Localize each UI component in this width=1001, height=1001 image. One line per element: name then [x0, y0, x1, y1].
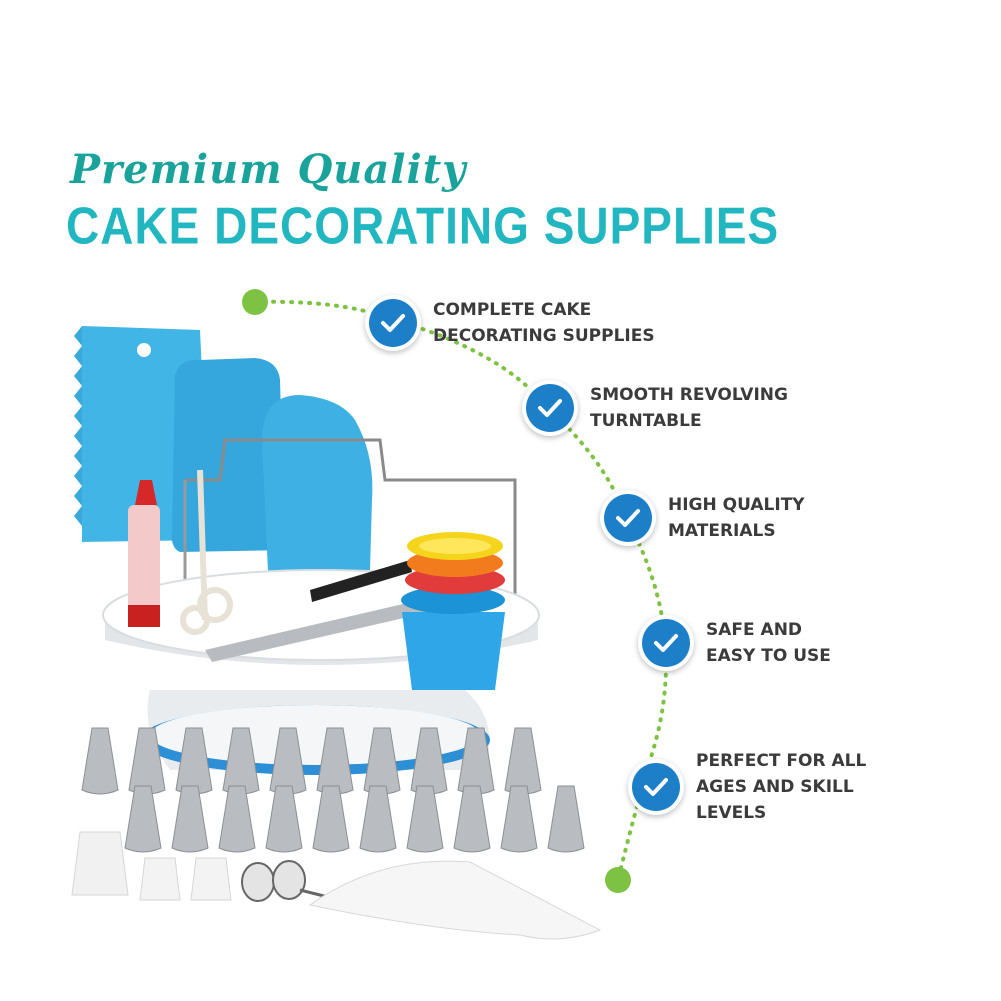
- checkmark-icon: [628, 759, 684, 815]
- feature-complete-supplies: COMPLETE CAKE DECORATING SUPPLIES: [365, 295, 655, 351]
- piping-tip: [124, 785, 162, 853]
- checkmark-icon: [365, 295, 421, 351]
- checkmark-icon: [638, 615, 694, 671]
- feature-label: PERFECT FOR ALL AGES AND SKILL LEVELS: [696, 751, 867, 823]
- feature-label: SAFE AND EASY TO USE: [706, 620, 831, 666]
- checkmark-icon: [522, 380, 578, 436]
- pastry-bag-icon: [308, 860, 602, 940]
- feature-label: COMPLETE CAKE DECORATING SUPPLIES: [433, 300, 655, 346]
- feature-revolving-turntable: SMOOTH REVOLVING TURNTABLE: [522, 380, 788, 436]
- feature-safe-easy: SAFE AND EASY TO USE: [638, 615, 831, 671]
- flower-nail-icon: [241, 860, 361, 907]
- piping-tip: [218, 785, 256, 853]
- main-title: CAKE DECORATING SUPPLIES: [66, 196, 780, 255]
- silicone-cups-icon: [401, 532, 505, 690]
- piping-tip: [406, 785, 444, 853]
- green-dot-icon: [242, 289, 268, 315]
- piping-tip: [359, 785, 397, 853]
- feature-all-ages: PERFECT FOR ALL AGES AND SKILL LEVELS: [628, 748, 866, 826]
- piping-tip: [81, 727, 119, 795]
- feature-high-quality: HIGH QUALITY MATERIALS: [600, 490, 805, 546]
- flower-scissors-icon: [180, 469, 233, 635]
- coupler-icon: [71, 831, 232, 901]
- piping-tip: [453, 785, 491, 853]
- piping-tip: [547, 785, 585, 853]
- feature-label: SMOOTH REVOLVING TURNTABLE: [590, 385, 788, 431]
- piping-tip: [500, 785, 538, 853]
- piping-pen-icon: [128, 480, 160, 627]
- feature-label: HIGH QUALITY MATERIALS: [668, 495, 805, 541]
- piping-tips-icon: [81, 727, 585, 853]
- green-dot-icon: [605, 867, 631, 893]
- piping-tip: [265, 785, 303, 853]
- script-title: Premium Quality: [70, 146, 467, 193]
- checkmark-icon: [600, 490, 656, 546]
- piping-tip: [312, 785, 350, 853]
- piping-tip: [171, 785, 209, 853]
